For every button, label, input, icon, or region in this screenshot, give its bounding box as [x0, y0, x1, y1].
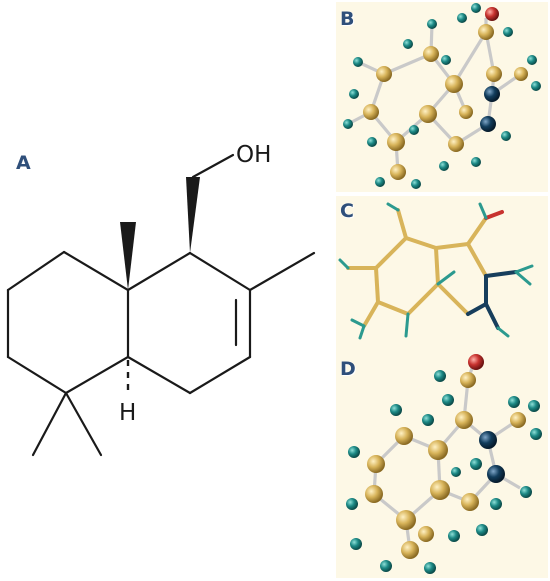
panel-c-label: C — [340, 200, 354, 222]
wedge-bond — [186, 177, 200, 253]
bond — [188, 251, 252, 292]
panel-c-render: C — [336, 196, 548, 356]
bond — [6, 355, 68, 395]
oxygen-atom — [485, 7, 499, 21]
hydroxyl-label: OH — [236, 142, 271, 168]
hydrogen-atoms — [346, 370, 542, 574]
panel-b-label: B — [340, 8, 355, 30]
oxygen-atom — [468, 354, 484, 370]
ball-and-stick-model-d — [346, 354, 542, 574]
nitrogen-atoms — [479, 431, 505, 483]
carbon-atoms — [363, 24, 528, 180]
panel-a: A — [6, 142, 316, 457]
bond — [191, 153, 235, 179]
panel-a-label: A — [16, 152, 31, 174]
panel-d-render: D — [336, 354, 548, 578]
bond — [248, 251, 316, 292]
ball-and-stick-model-b — [343, 3, 541, 189]
bond — [64, 355, 130, 395]
hydrogen-atoms — [343, 3, 541, 189]
bond — [126, 251, 192, 292]
nitrogen-atoms — [480, 86, 500, 132]
bond — [64, 391, 103, 457]
stick-model-c — [338, 202, 534, 340]
bond — [6, 250, 66, 292]
carbon-atoms — [365, 372, 526, 559]
hydrogen-label: H — [119, 400, 136, 426]
wedge-bond — [120, 222, 136, 290]
bond — [188, 355, 252, 395]
panel-d-label: D — [340, 358, 356, 380]
bond — [31, 391, 68, 457]
panel-b-render: B — [336, 2, 548, 192]
bond — [62, 250, 130, 292]
bond — [126, 355, 192, 395]
skeletal-formula: OH H — [6, 142, 316, 457]
